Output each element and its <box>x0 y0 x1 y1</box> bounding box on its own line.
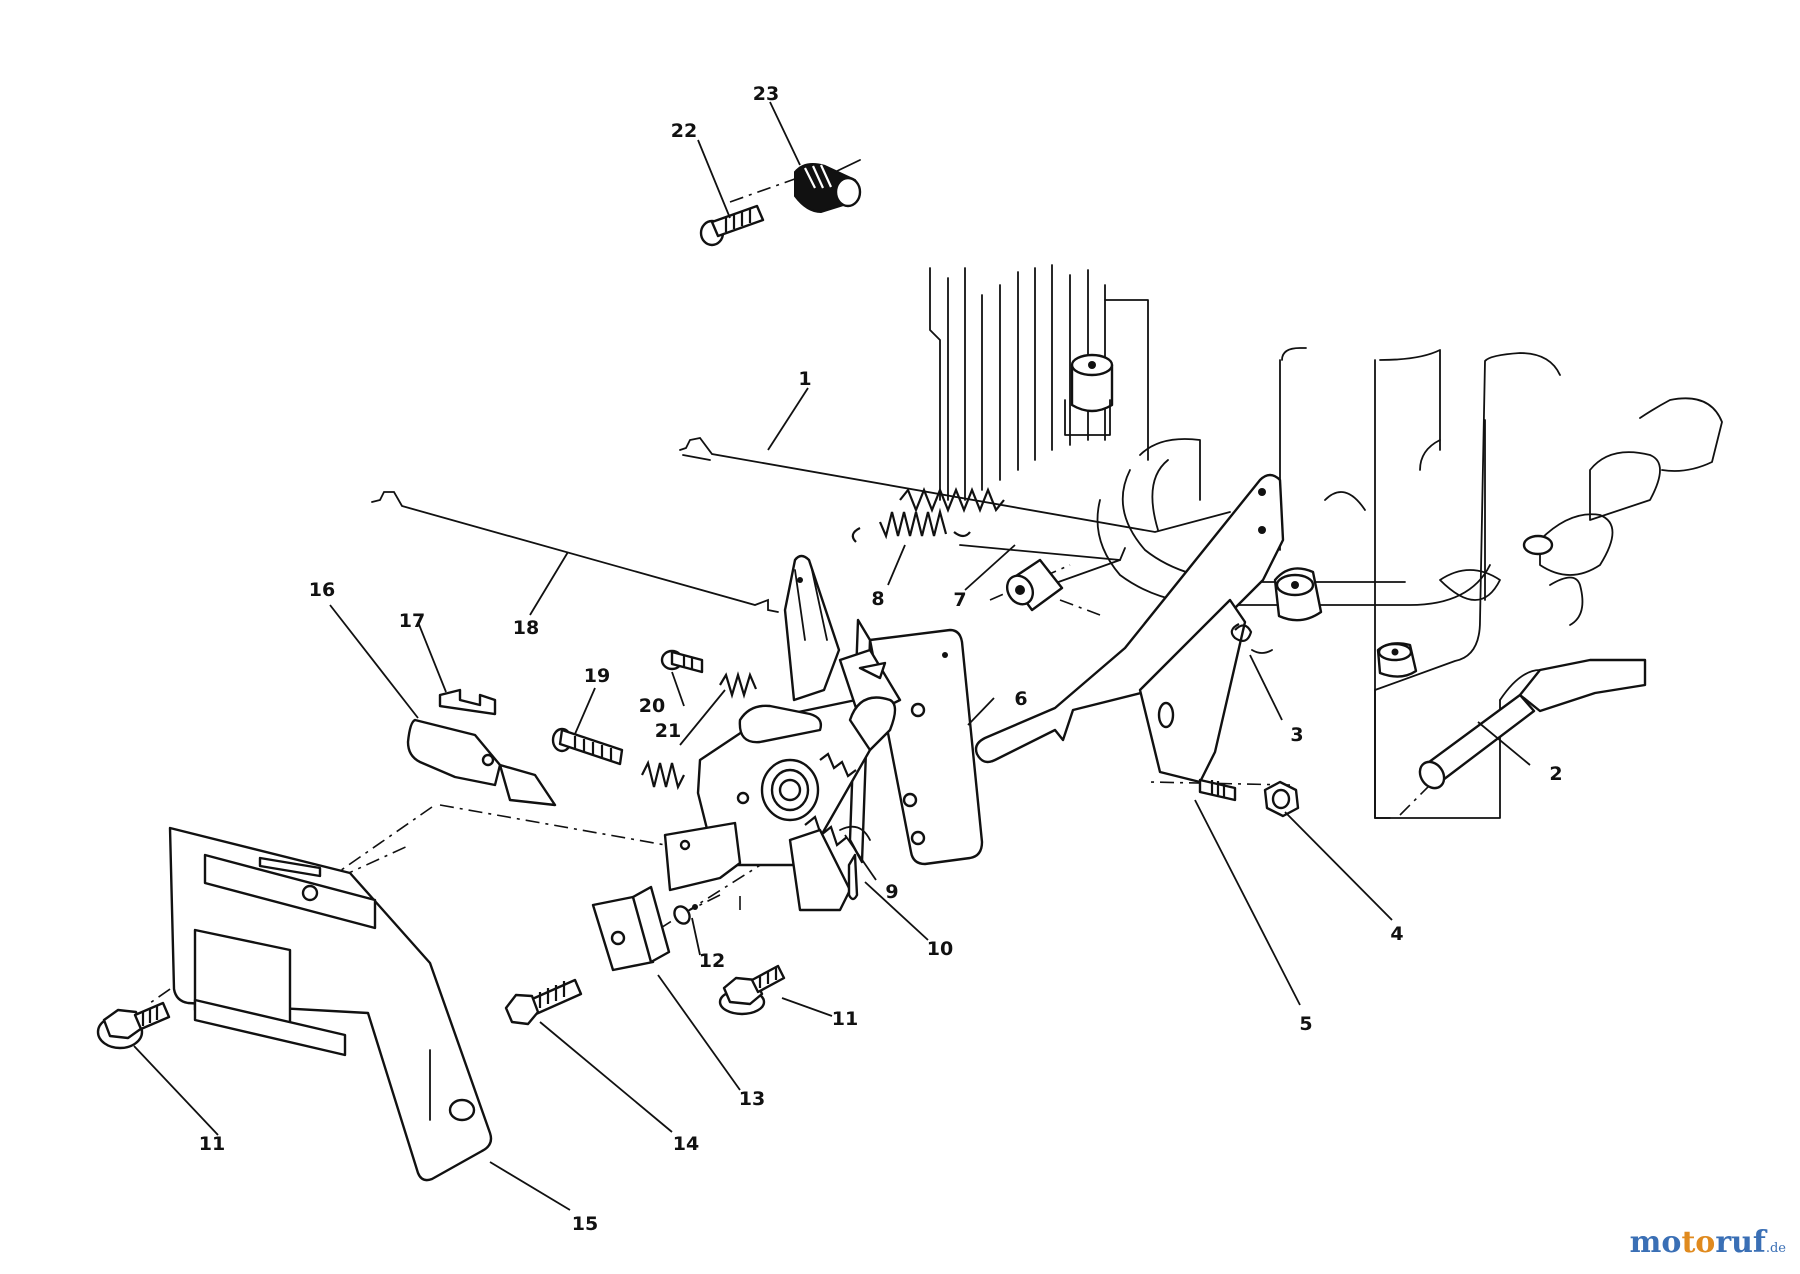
callout-8: 8 <box>871 588 884 610</box>
callout-17: 17 <box>399 610 425 632</box>
callout-22: 22 <box>671 120 697 142</box>
callout-2: 2 <box>1549 763 1562 785</box>
callout-13: 13 <box>739 1088 765 1110</box>
callout-labels: 1 2 3 4 5 6 7 8 9 10 11 11 12 13 14 15 1… <box>199 83 1563 1235</box>
callout-11-left: 11 <box>199 1133 225 1155</box>
part-15-cover-plate <box>168 826 493 1182</box>
callout-19: 19 <box>584 665 610 687</box>
part-3-clip <box>1230 623 1273 654</box>
callout-23: 23 <box>753 83 779 105</box>
callout-1: 1 <box>798 368 811 390</box>
callout-4: 4 <box>1390 923 1403 945</box>
part-14-bolt <box>504 978 583 1026</box>
watermark-part3: ruf <box>1715 1225 1766 1260</box>
part-19-screw <box>551 727 624 766</box>
callout-11-right: 11 <box>832 1008 858 1030</box>
part-11-flange-bolt-left <box>96 1001 171 1050</box>
watermark-part1: mo <box>1629 1225 1682 1260</box>
engine-block-outline <box>929 264 1723 819</box>
callout-5: 5 <box>1299 1013 1312 1035</box>
part-7-link-rod <box>959 544 1126 586</box>
part-21-spring <box>641 671 758 791</box>
pivot-bushing <box>1005 558 1064 612</box>
callout-15: 15 <box>572 1213 598 1235</box>
part-4-hex-nut <box>1263 780 1300 818</box>
part-9-clip <box>839 825 871 841</box>
site-watermark: motoruf.de <box>1630 1225 1786 1260</box>
part-13-bracket-clip <box>591 885 671 972</box>
part-20-small-screw <box>660 649 704 674</box>
callout-16: 16 <box>309 579 335 601</box>
throttle-control-assembly <box>663 554 902 912</box>
part-12-bushing <box>673 904 698 925</box>
part-11-flange-bolt-right <box>718 964 786 1016</box>
callout-3: 3 <box>1290 724 1303 746</box>
part-23-spring-clamp <box>794 159 862 214</box>
part-10-pin <box>847 853 859 901</box>
callout-9: 9 <box>885 881 898 903</box>
leader-lines <box>133 101 1531 1211</box>
part-2-governor-shaft <box>1418 658 1647 790</box>
callout-20: 20 <box>639 695 665 717</box>
callout-18: 18 <box>513 617 539 639</box>
watermark-tld: .de <box>1765 1241 1786 1256</box>
callout-10: 10 <box>927 938 953 960</box>
callout-14: 14 <box>673 1133 699 1155</box>
part-22-screw <box>699 204 765 247</box>
part-1-governor-rod <box>679 437 1231 533</box>
part-18-choke-rod <box>371 491 779 613</box>
callout-21: 21 <box>655 720 681 742</box>
callout-7: 7 <box>953 589 966 611</box>
callout-12: 12 <box>699 950 725 972</box>
watermark-part2: to <box>1681 1225 1716 1260</box>
part-17-slider-clip <box>438 688 497 716</box>
part-16-control-plate <box>406 718 557 807</box>
part-8-spring <box>851 507 971 543</box>
callout-6: 6 <box>1014 688 1027 710</box>
part-5-governor-lever <box>974 473 1285 802</box>
